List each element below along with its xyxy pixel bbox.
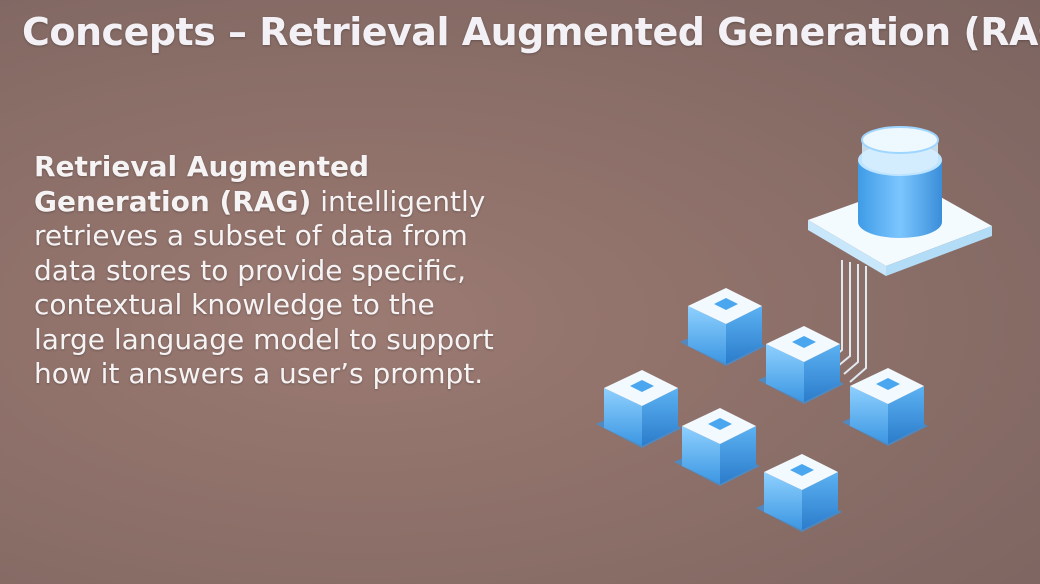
compute-node bbox=[756, 454, 842, 532]
database-with-compute-nodes-icon bbox=[596, 126, 992, 532]
rag-description: Retrieval Augmented Generation (RAG) int… bbox=[34, 150, 504, 392]
compute-node-grid bbox=[596, 288, 928, 532]
rag-definition: intelligently retrieves a subset of data… bbox=[34, 184, 494, 391]
compute-node bbox=[758, 326, 844, 404]
database-cylinder bbox=[858, 126, 942, 238]
compute-node bbox=[674, 408, 760, 486]
slide-title: Concepts – Retrieval Augmented Generatio… bbox=[22, 10, 1040, 54]
compute-node bbox=[842, 368, 928, 446]
rag-term: Retrieval Augmented Generation (RAG) bbox=[34, 150, 369, 218]
rag-illustration bbox=[580, 110, 1010, 580]
compute-node bbox=[680, 288, 766, 366]
compute-node bbox=[596, 370, 682, 448]
